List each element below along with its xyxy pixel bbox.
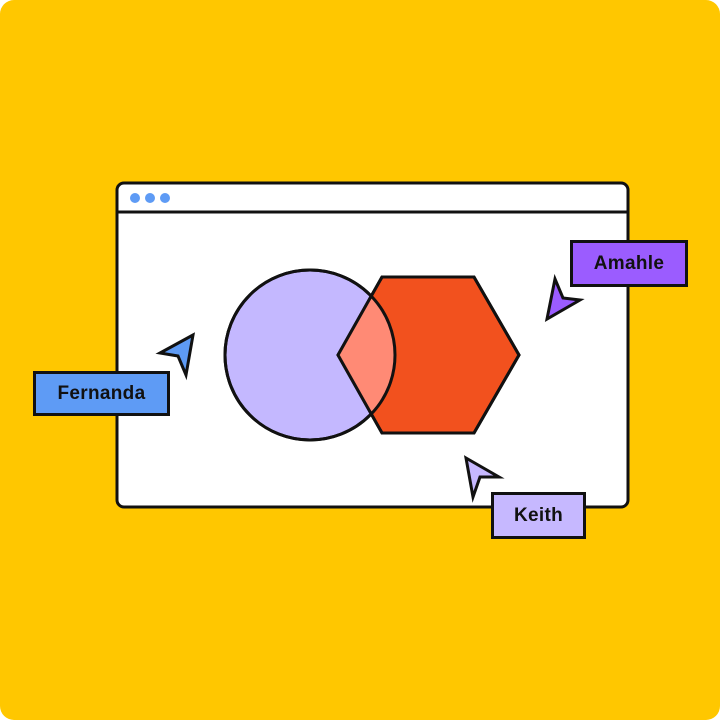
fernanda-cursor-icon — [155, 332, 196, 381]
window-dot-icon — [160, 193, 170, 203]
amahle-cursor-icon — [544, 273, 585, 322]
window-dot-icon — [130, 193, 140, 203]
amahle-label: Amahle — [570, 240, 688, 287]
keith-cursor-icon — [463, 455, 505, 503]
window-dot-icon — [145, 193, 155, 203]
overlap-region — [338, 277, 395, 433]
keith-label: Keith — [491, 492, 586, 539]
fernanda-label: Fernanda — [33, 371, 170, 416]
